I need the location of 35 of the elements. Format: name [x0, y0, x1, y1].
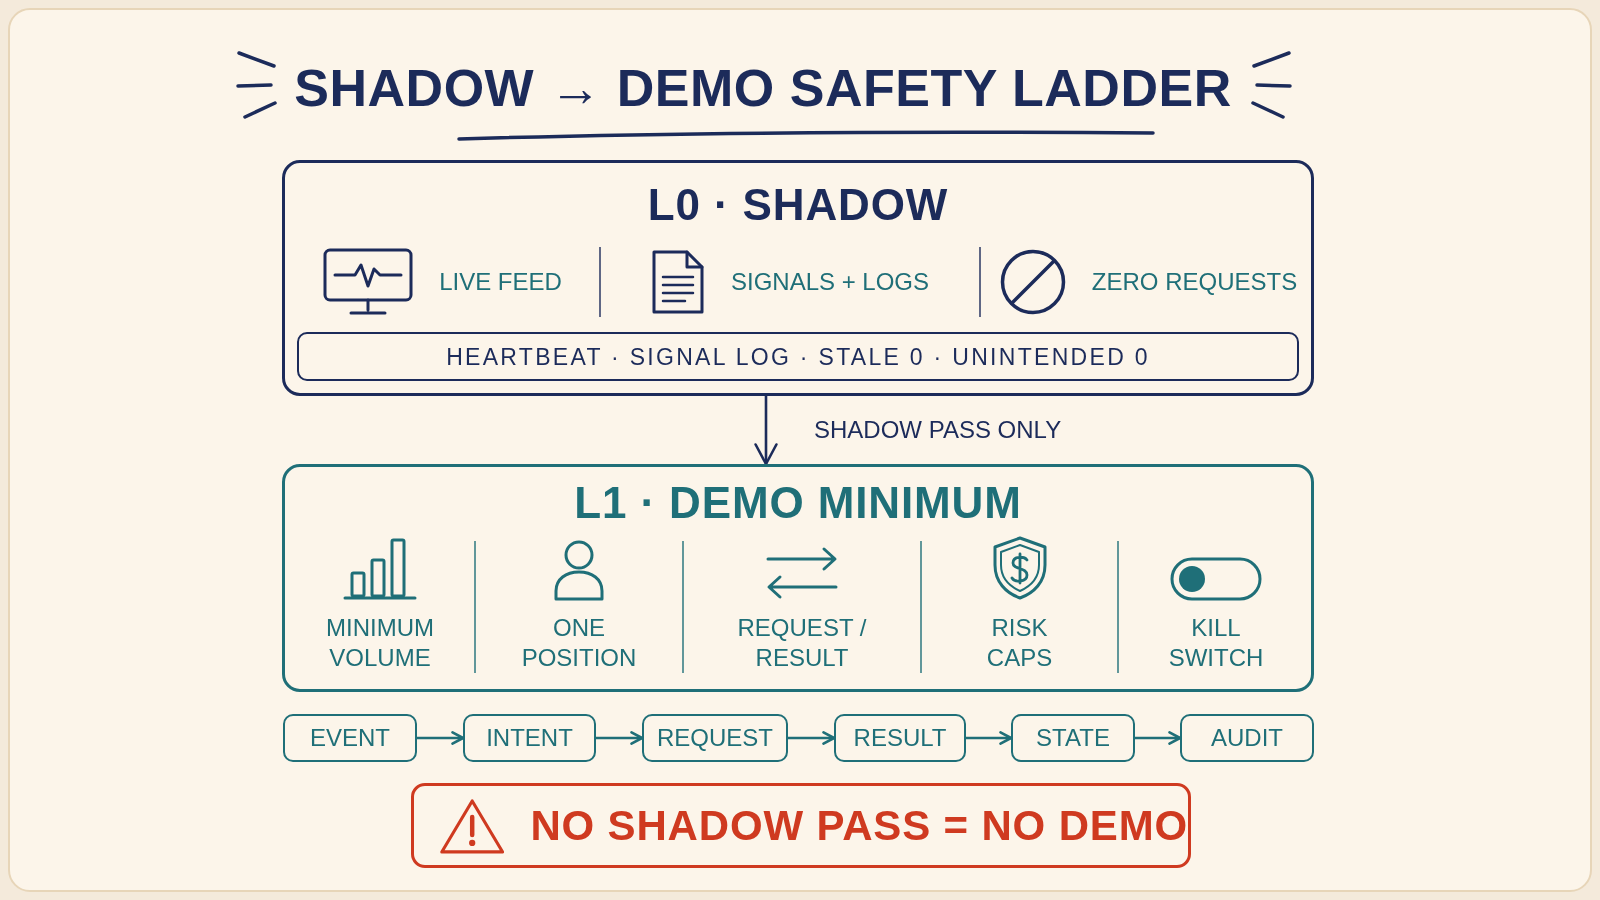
strip-text: HEARTBEAT · SIGNAL LOG · STALE 0 · UNINTENDED 0 [446, 342, 1150, 372]
panel-heading: L0 · SHADOW [647, 179, 949, 231]
step-box [463, 714, 596, 762]
warning-banner [411, 783, 1191, 868]
step-label: AUDIT [1211, 723, 1283, 753]
step-box [1180, 714, 1314, 762]
arrow [754, 394, 778, 466]
arrow [594, 731, 644, 745]
step-label: STATE [1036, 723, 1110, 753]
item-label: REQUEST / RESULT [736, 613, 868, 673]
step-label: EVENT [310, 723, 390, 753]
item-label: SIGNALS + LOGS [730, 267, 930, 297]
arrow [415, 731, 465, 745]
item-label: ONE POSITION [520, 613, 638, 673]
arrow [964, 731, 1013, 745]
diagram-title: SHADOW → DEMO SAFETY LADDER [294, 58, 1232, 119]
step-box [642, 714, 788, 762]
panel-heading: L1 · DEMO MINIMUM [574, 477, 1022, 529]
level-panel [282, 464, 1314, 692]
level-panel [282, 160, 1314, 396]
status-strip [297, 332, 1299, 381]
item-label: RISK CAPS [985, 613, 1054, 673]
item-label: LIVE FEED [439, 267, 562, 297]
step-label: REQUEST [657, 723, 773, 753]
step-label: INTENT [486, 723, 573, 753]
arrow [1133, 731, 1182, 745]
step-box [834, 714, 966, 762]
arrow [786, 731, 836, 745]
warning-text: NO SHADOW PASS = NO DEMO [530, 800, 1188, 851]
step-box [1011, 714, 1135, 762]
step-label: RESULT [853, 723, 947, 753]
step-box [283, 714, 417, 762]
item-label: ZERO REQUESTS [1091, 267, 1298, 297]
item-label: KILL SWITCH [1167, 613, 1265, 673]
item-label: MINIMUM VOLUME [325, 613, 435, 673]
